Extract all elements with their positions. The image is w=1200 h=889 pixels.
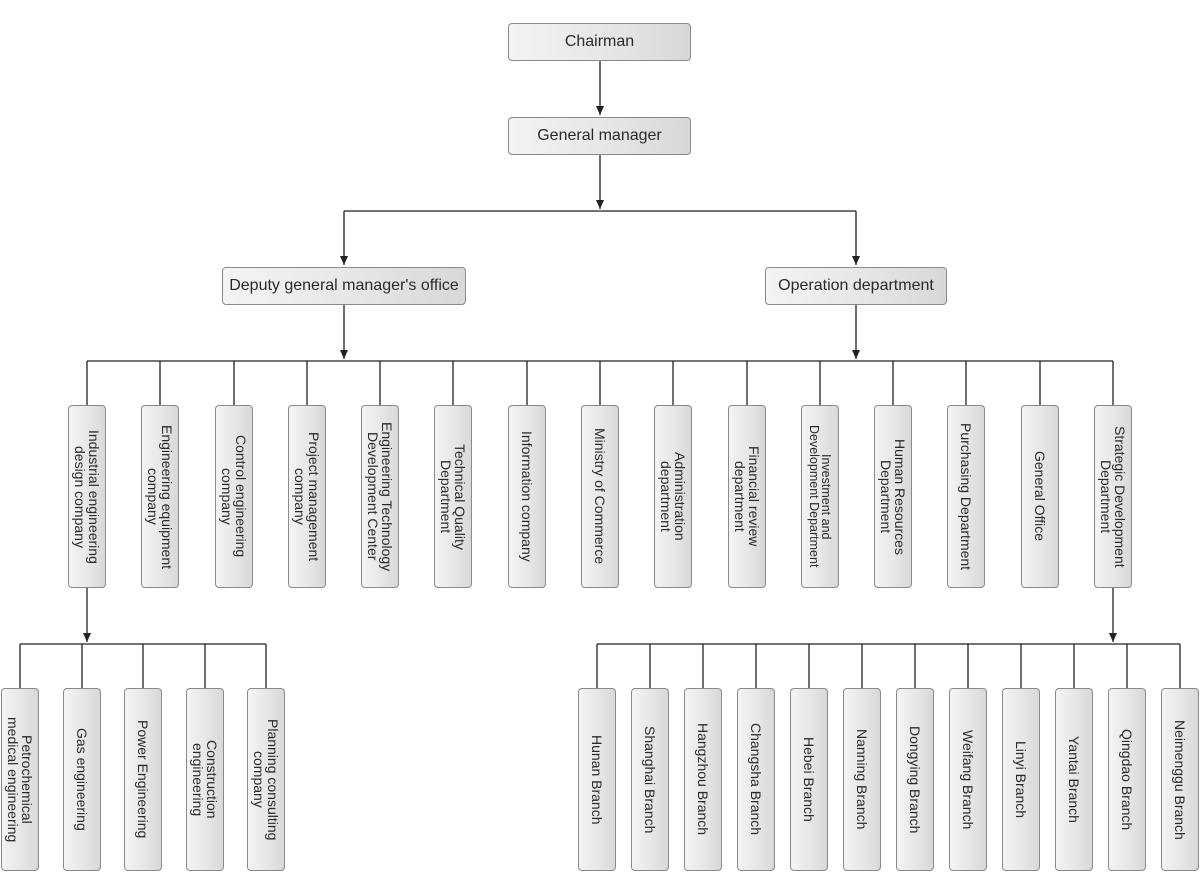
branch-hebei-branch: Hebei Branch [790,688,828,871]
chairman-box: Chairman [508,23,691,61]
branch-changsha-branch-label: Changsha Branch [748,723,764,836]
dept-strategic-development-department-label: Strategic Development Department [1098,425,1128,568]
branch-weifang-branch: Weifang Branch [949,688,987,871]
dept-engineering-equipment-company-label: Engineering equipment company [145,424,175,569]
dept-project-management-company: Project management company [288,405,326,588]
sub-petrochemical-medical-engineering: Petrochemical medical engineering [1,688,39,871]
branch-shanghai-branch: Shanghai Branch [631,688,669,871]
sub-petrochemical-medical-engineering-label: Petrochemical medical engineering [5,716,35,843]
branch-hangzhou-branch: Hangzhou Branch [684,688,722,871]
sub-construction-engineering-label: Construction engineering [190,740,220,819]
branch-yantai-branch: Yantai Branch [1055,688,1093,871]
dept-investment-and-development-department-label: Investment and Development Department [807,425,833,568]
branch-nanning-branch-label: Nanning Branch [854,729,870,830]
branch-shanghai-branch-label: Shanghai Branch [642,725,658,834]
dept-human-resources-department-label: Human Resources Department [878,438,908,555]
dept-purchasing-department-label: Purchasing Department [958,422,974,571]
dept-engineering-technology-development-center: Engineering Technology Development Cente… [361,405,399,588]
branch-neimenggu-branch-label: Neimenggu Branch [1172,719,1188,840]
dept-investment-and-development-department: Investment and Development Department [801,405,839,588]
dept-information-company-label: Information company [519,431,535,562]
dept-strategic-development-department: Strategic Development Department [1094,405,1132,588]
deputy-office-label: Deputy general manager's office [229,277,459,294]
dept-project-management-company-label: Project management company [292,431,322,562]
branch-hangzhou-branch-label: Hangzhou Branch [695,723,711,836]
branch-nanning-branch: Nanning Branch [843,688,881,871]
dept-engineering-technology-development-center-label: Engineering Technology Development Cente… [365,421,395,572]
branch-dongying-branch: Dongying Branch [896,688,934,871]
branch-neimenggu-branch: Neimenggu Branch [1161,688,1199,871]
dept-control-engineering-company: Control engineering company [215,405,253,588]
sub-planning-consulting-company: Planning consulting company [247,688,285,871]
dept-general-office: General Office [1021,405,1059,588]
branch-weifang-branch-label: Weifang Branch [960,729,976,830]
branch-dongying-branch-label: Dongying Branch [907,725,923,834]
chairman-label: Chairman [564,33,635,50]
dept-ministry-of-commerce: Ministry of Commerce [581,405,619,588]
dept-purchasing-department: Purchasing Department [947,405,985,588]
branch-linyi-branch-label: Linyi Branch [1013,740,1029,819]
dept-industrial-engineering-design-company: Industrial engineering design company [68,405,106,588]
branch-changsha-branch: Changsha Branch [737,688,775,871]
sub-gas-engineering-label: Gas engineering [74,728,90,831]
dept-human-resources-department: Human Resources Department [874,405,912,588]
sub-power-engineering: Power Engineering [124,688,162,871]
dept-information-company: Information company [508,405,546,588]
branch-hunan-branch-label: Hunan Branch [589,734,605,825]
deputy-office-box: Deputy general manager's office [222,267,466,305]
sub-power-engineering-label: Power Engineering [135,720,151,839]
dept-financial-review-department: Financial review department [728,405,766,588]
dept-financial-review-department-label: Financial review department [732,446,762,547]
sub-planning-consulting-company-label: Planning consulting company [251,718,281,841]
dept-technical-quality-department: Technical Quality Department [434,405,472,588]
dept-industrial-engineering-design-company-label: Industrial engineering design company [72,429,102,564]
operation-department-label: Operation department [778,277,934,294]
branch-hebei-branch-label: Hebei Branch [801,737,817,822]
operation-department-box: Operation department [765,267,947,305]
branch-hunan-branch: Hunan Branch [578,688,616,871]
branch-qingdao-branch: Qingdao Branch [1108,688,1146,871]
dept-ministry-of-commerce-label: Ministry of Commerce [592,428,608,565]
dept-administration-department-label: Administration department [658,452,688,541]
dept-administration-department: Administration department [654,405,692,588]
general-manager-box: General manager [508,117,691,155]
dept-technical-quality-department-label: Technical Quality Department [438,443,468,550]
dept-general-office-label: General Office [1032,451,1048,542]
general-manager-label: General manager [537,127,662,144]
dept-control-engineering-company-label: Control engineering company [219,435,249,558]
sub-construction-engineering: Construction engineering [186,688,224,871]
branch-yantai-branch-label: Yantai Branch [1066,736,1082,823]
branch-qingdao-branch-label: Qingdao Branch [1119,728,1135,831]
sub-gas-engineering: Gas engineering [63,688,101,871]
branch-linyi-branch: Linyi Branch [1002,688,1040,871]
dept-engineering-equipment-company: Engineering equipment company [141,405,179,588]
